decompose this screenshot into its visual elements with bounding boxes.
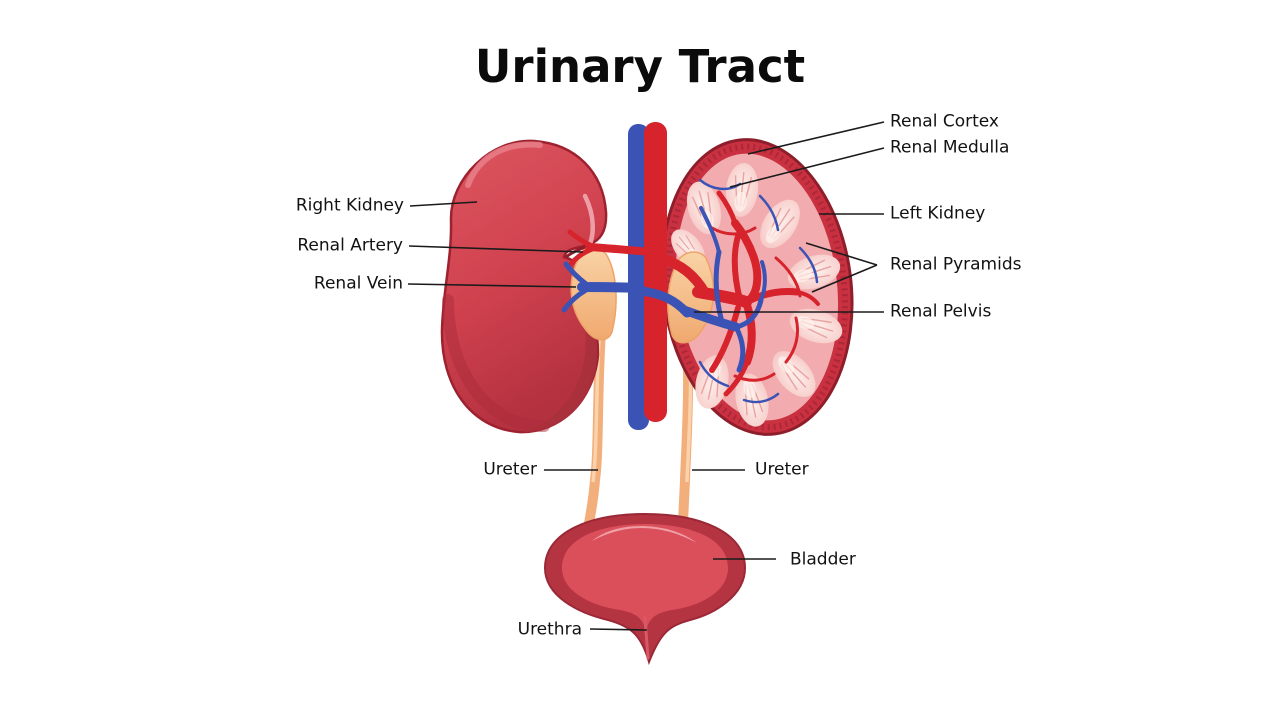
urethra — [643, 616, 650, 660]
leader-renal-pyramids-1 — [805, 242, 878, 266]
leader-renal-vein — [407, 283, 577, 288]
leader-renal-pyramids-2 — [811, 264, 878, 293]
leader-right-kidney — [409, 201, 478, 207]
leader-renal-artery — [408, 245, 584, 253]
label-urethra: Urethra — [517, 619, 582, 640]
aorta — [644, 122, 667, 422]
label-ureter-right: Ureter — [755, 459, 809, 480]
label-renal-vein: Renal Vein — [313, 273, 403, 294]
label-renal-pelvis: Renal Pelvis — [890, 301, 992, 322]
label-renal-medulla: Renal Medulla — [890, 137, 1010, 158]
leader-renal-cortex — [747, 121, 885, 155]
renal-vein-right — [561, 261, 645, 313]
label-renal-artery: Renal Artery — [297, 235, 403, 256]
label-left-kidney: Left Kidney — [890, 203, 986, 224]
page-title: Urinary Tract — [474, 40, 806, 93]
renal-artery-left — [655, 253, 710, 298]
label-right-kidney: Right Kidney — [295, 195, 404, 216]
renal-vein-left — [635, 286, 692, 318]
leader-renal-medulla — [729, 147, 885, 188]
bladder — [543, 512, 747, 666]
leader-lines — [407, 121, 885, 631]
label-renal-cortex: Renal Cortex — [890, 111, 999, 132]
leader-urethra — [589, 628, 648, 631]
label-bladder: Bladder — [790, 549, 856, 570]
label-renal-pyramids: Renal Pyramids — [890, 254, 1022, 275]
renal-artery-right — [567, 229, 655, 267]
vena-cava — [628, 124, 649, 430]
label-ureter-left: Ureter — [483, 459, 537, 480]
